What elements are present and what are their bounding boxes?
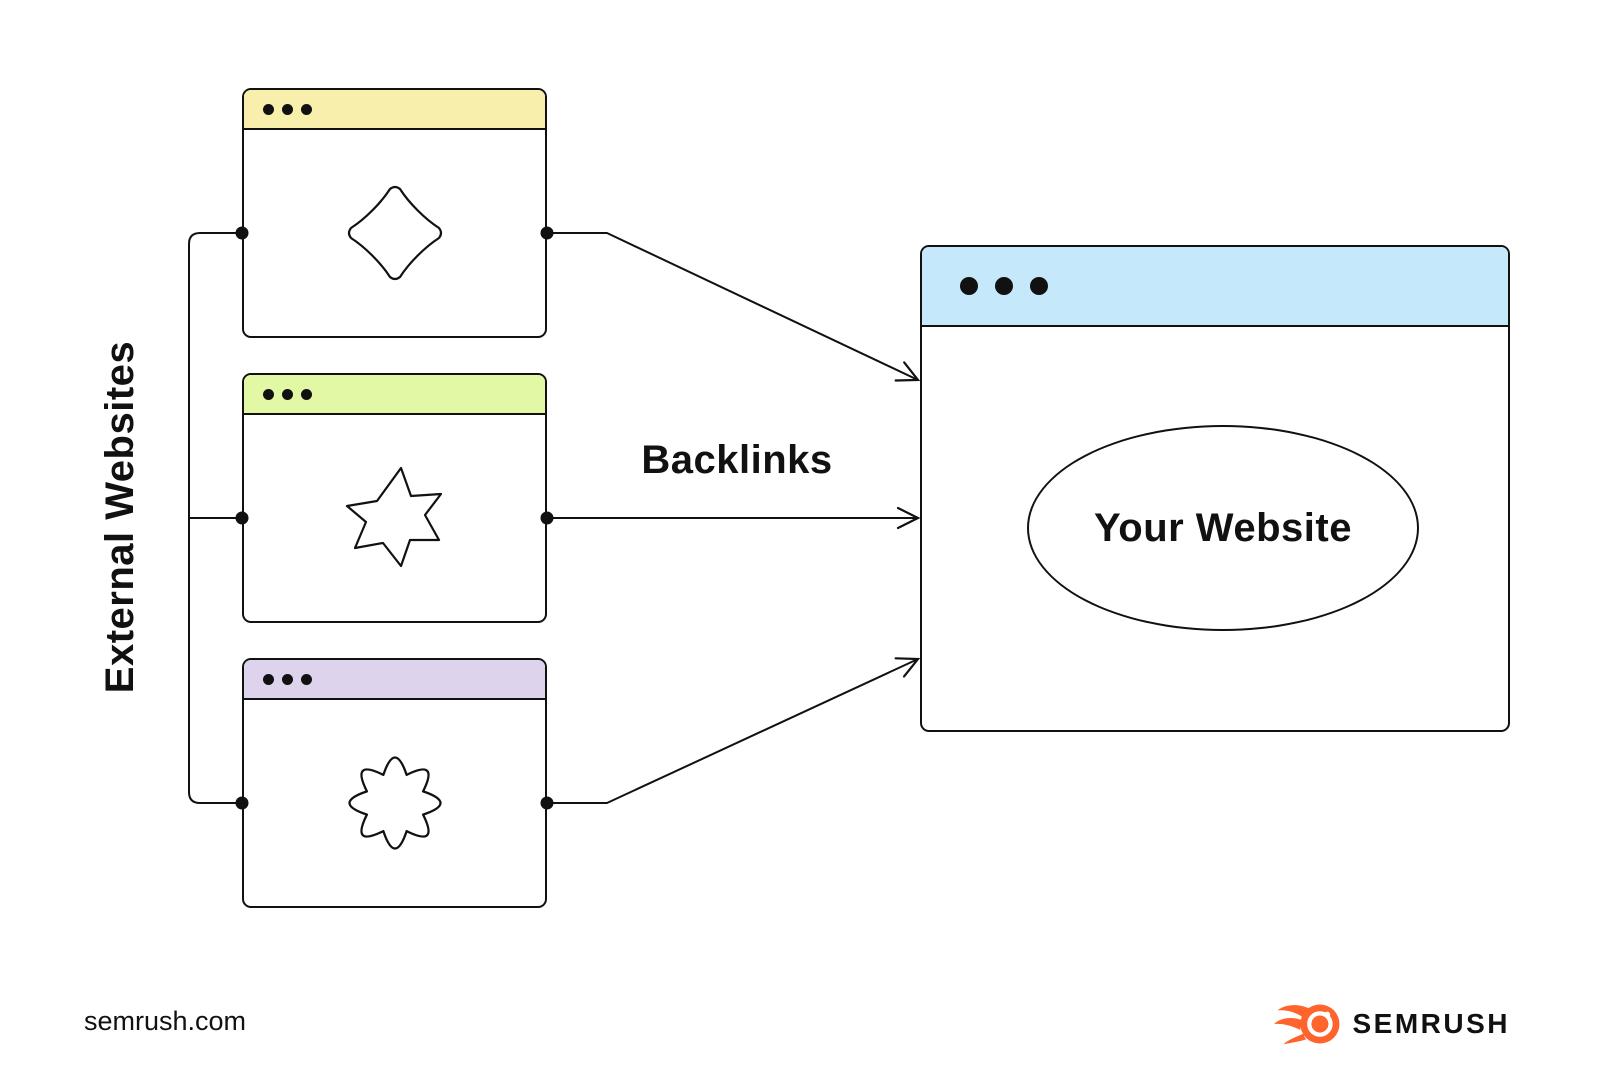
window-titlebar <box>244 660 545 700</box>
window-titlebar <box>244 90 545 130</box>
window-content <box>244 415 545 621</box>
backlink-arrow-top <box>547 232 921 382</box>
window-dot-icon <box>282 673 293 685</box>
window-content <box>244 130 545 336</box>
external-site-window-2 <box>242 373 547 623</box>
window-dot-icon <box>263 388 274 400</box>
backlinks-label: Backlinks <box>641 438 833 482</box>
your-website-ellipse: Your Website <box>1027 425 1419 631</box>
window-titlebar <box>922 247 1508 327</box>
window-dot-icon <box>263 673 274 685</box>
window-dot-icon <box>263 103 274 115</box>
window-dot-icon <box>960 277 978 295</box>
window-dot-icon <box>282 103 293 115</box>
diamond-blob-icon <box>347 185 442 281</box>
star-blob-icon <box>345 466 442 568</box>
external-websites-label: External Websites <box>98 340 142 694</box>
window-dot-icon <box>301 388 312 400</box>
semrush-logo: SEMRUSH <box>1274 1000 1510 1048</box>
external-group-bracket <box>188 232 242 804</box>
window-titlebar <box>244 375 545 415</box>
window-dot-icon <box>282 388 293 400</box>
window-content <box>244 700 545 906</box>
external-site-window-1 <box>242 88 547 338</box>
semrush-logo-icon <box>1274 1004 1340 1045</box>
window-dot-icon <box>301 103 312 115</box>
window-dot-icon <box>995 277 1013 295</box>
semrush-brand-name: SEMRUSH <box>1352 1008 1510 1039</box>
your-website-label: Your Website <box>1094 505 1352 550</box>
window-dot-icon <box>301 673 312 685</box>
window-dot-icon <box>1030 277 1048 295</box>
external-site-window-3 <box>242 658 547 908</box>
target-site-window: Your Website <box>920 245 1510 732</box>
flower-blob-icon <box>347 756 442 850</box>
site-url: semrush.com <box>84 1006 247 1036</box>
backlink-arrow-bottom <box>547 657 921 804</box>
